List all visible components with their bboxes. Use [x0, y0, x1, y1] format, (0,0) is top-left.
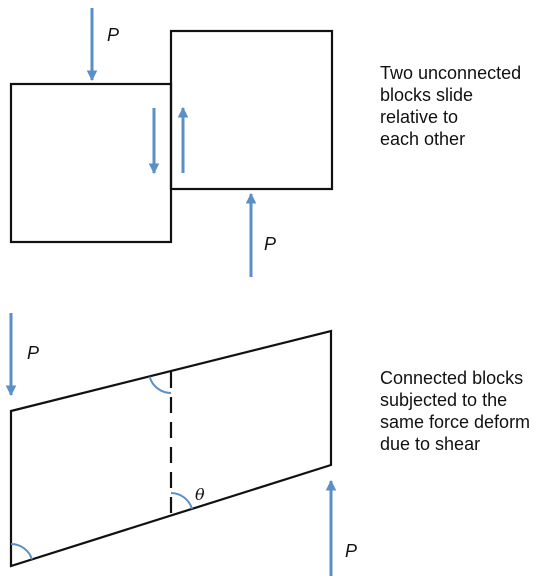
angle-arc-bottom — [170, 492, 193, 510]
left-block — [9, 82, 173, 244]
force-label-top-left: P — [107, 25, 119, 45]
caption-connected-blocks: Connected blocks subjected to the same f… — [380, 368, 531, 454]
angle-label-theta: θ — [195, 485, 205, 504]
right-block — [169, 29, 334, 191]
sheared-block — [9, 329, 333, 568]
angle-arc-top — [148, 376, 172, 395]
force-label-bottom-left: P — [27, 343, 39, 363]
force-label-bottom-right: P — [264, 234, 276, 254]
force-label-bottom-bottom-right: P — [345, 541, 357, 561]
caption-unconnected-blocks: Two unconnected blocks slide relative to… — [380, 63, 522, 149]
angle-arc-corner — [10, 543, 33, 560]
